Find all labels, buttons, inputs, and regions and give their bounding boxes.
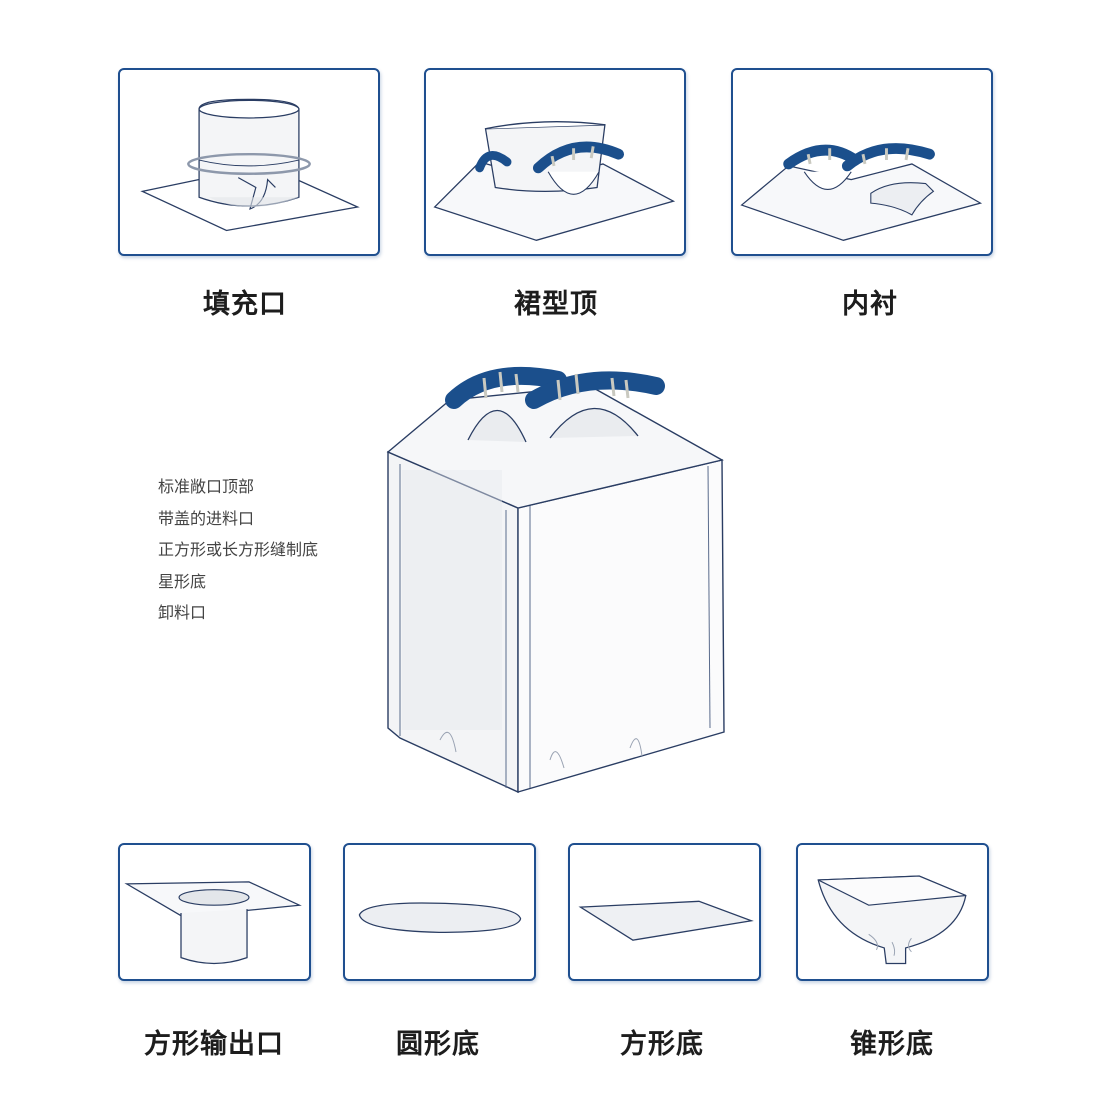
panel-conical-bottom [796, 843, 989, 981]
square-bottom-icon [578, 900, 754, 941]
caption-square-discharge-spout: 方形输出口 [144, 1029, 284, 1060]
caption-conical-bottom: 锥形底 [850, 1029, 934, 1060]
panel-filling-spout [118, 68, 380, 256]
feature-list: 标准敞口顶部 带盖的进料口 正方形或长方形缝制底 星形底 卸料口 [158, 474, 318, 632]
bulk-bag-illustration [386, 366, 725, 794]
panel-inner-liner [731, 68, 993, 256]
feature-item: 星形底 [158, 571, 207, 591]
caption-inner-liner: 内衬 [842, 289, 898, 320]
filling-spout-icon [140, 98, 360, 232]
caption-square-bottom: 方形底 [620, 1029, 704, 1060]
panel-square-discharge-spout [118, 843, 311, 981]
caption-skirt-top: 裙型顶 [514, 289, 598, 320]
feature-item: 带盖的进料口 [158, 508, 255, 528]
inner-liner-icon [740, 143, 983, 241]
caption-round-bottom: 圆形底 [396, 1029, 480, 1060]
square-discharge-spout-icon [124, 881, 302, 965]
round-bottom-icon [358, 902, 522, 934]
conical-bottom-icon [817, 875, 967, 965]
feature-item: 卸料口 [158, 603, 207, 622]
panel-square-bottom [568, 843, 761, 981]
caption-filling-spout: 填充口 [203, 289, 287, 320]
panel-round-bottom [343, 843, 536, 981]
skirt-top-icon [433, 121, 676, 241]
panel-skirt-top [424, 68, 686, 256]
feature-item: 正方形或长方形缝制底 [158, 540, 319, 559]
feature-item: 标准敞口顶部 [158, 477, 255, 496]
